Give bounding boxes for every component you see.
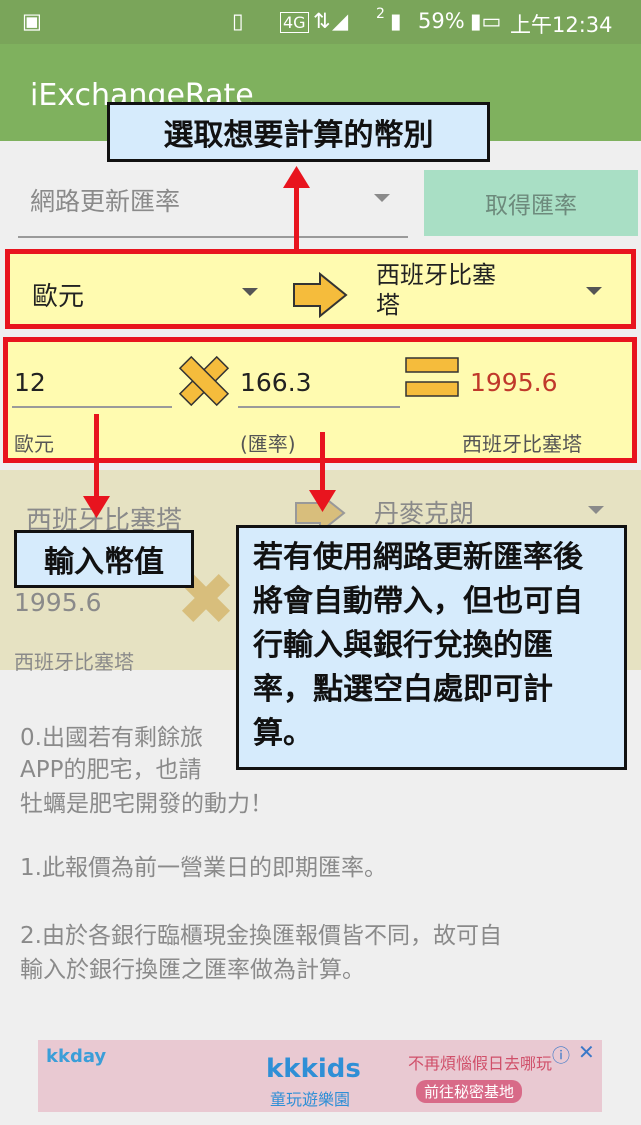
- chevron-down-icon: [242, 288, 258, 296]
- ad-cta-button[interactable]: 前往秘密基地: [416, 1080, 523, 1103]
- note-line: 牡蠣是肥宅開發的動力！: [20, 791, 273, 817]
- ad-info-icon[interactable]: ⓘ: [552, 1046, 570, 1067]
- status-bar: ▣ ▯ 4G ⇅ ◢ 2 ▮ 59% ▮▭ 上午12:34: [0, 0, 641, 44]
- note-line: 2.由於各銀行臨櫃現金換匯報價皆不同，故可自: [20, 923, 502, 949]
- vibrate-icon: ▯: [232, 9, 244, 33]
- second-from-label: 西班牙比塞塔: [14, 650, 134, 674]
- arrow-down-icon: [309, 490, 336, 512]
- chevron-down-icon: [586, 287, 602, 295]
- chevron-down-icon: [374, 194, 390, 202]
- callout-rate-note: 若有使用網路更新匯率後將會自動帶入，但也可自行輸入與銀行兌換的匯率，點選空白處即…: [236, 525, 627, 770]
- callout-arrow-line: [320, 432, 325, 494]
- equals-icon: [405, 357, 459, 397]
- fetch-rate-button[interactable]: 取得匯率: [424, 170, 638, 236]
- callout-arrow-line: [294, 180, 299, 250]
- note-line: 0.出國若有剩餘旅: [20, 725, 203, 751]
- ad-slogan: 不再煩惱假日去哪玩: [408, 1054, 553, 1073]
- rate-source-spinner[interactable]: 網路更新匯率: [30, 187, 181, 216]
- ad-brand-left: kkday: [46, 1046, 107, 1067]
- clock: 上午12:34: [510, 13, 613, 37]
- callout-select-currency: 選取想要計算的幣別: [107, 102, 490, 162]
- note-line: 1.此報價為前一營業日的即期匯率。: [20, 855, 387, 881]
- signal-icon-2: ▮: [390, 9, 402, 33]
- ad-close-icon[interactable]: ✕: [578, 1040, 595, 1064]
- callout-arrow-line: [94, 414, 99, 499]
- spinner-underline: [18, 236, 408, 238]
- second-amount-input[interactable]: 1995.6: [14, 588, 102, 617]
- rate-input[interactable]: 166.3: [240, 368, 312, 397]
- rate-label: (匯率): [240, 432, 296, 456]
- callout-input-value: 輸入幣值: [14, 530, 194, 588]
- ad-brand-main: kkkids: [266, 1054, 361, 1084]
- arrow-right-icon: [293, 271, 348, 319]
- arrow-up-icon: [283, 166, 310, 188]
- signal-icon: ◢: [332, 9, 349, 33]
- ad-subtitle: 童玩遊樂園: [270, 1090, 351, 1109]
- to-currency-label: 西班牙比塞塔: [462, 432, 582, 456]
- calculation-highlight: [3, 337, 637, 463]
- gallery-notification-icon: ▣: [22, 9, 42, 33]
- battery-icon: ▮▭: [470, 9, 502, 33]
- data-arrows-icon: ⇅: [313, 9, 331, 33]
- from-currency-spinner[interactable]: 歐元: [32, 282, 85, 312]
- result-value: 1995.6: [470, 368, 558, 397]
- to-currency-spinner[interactable]: 西班牙比塞 塔: [376, 261, 496, 319]
- amount-input[interactable]: 12: [14, 368, 46, 397]
- sim-slot: 2: [376, 6, 385, 22]
- multiply-icon: [178, 355, 230, 407]
- second-to-spinner[interactable]: 丹麥克朗: [374, 499, 475, 528]
- arrow-down-icon: [83, 496, 110, 518]
- amount-underline: [12, 406, 172, 408]
- battery-percent: 59%: [418, 9, 465, 33]
- rate-underline: [238, 406, 400, 408]
- from-currency-label: 歐元: [14, 432, 54, 456]
- note-line: 輸入於銀行換匯之匯率做為計算。: [20, 957, 365, 983]
- network-type: 4G: [280, 12, 309, 33]
- note-line: APP的肥宅，也請: [20, 757, 202, 783]
- chevron-down-icon: [588, 506, 604, 514]
- ad-banner[interactable]: kkday kkkids 童玩遊樂園 不再煩惱假日去哪玩 前往秘密基地 ⓘ ✕: [38, 1040, 602, 1112]
